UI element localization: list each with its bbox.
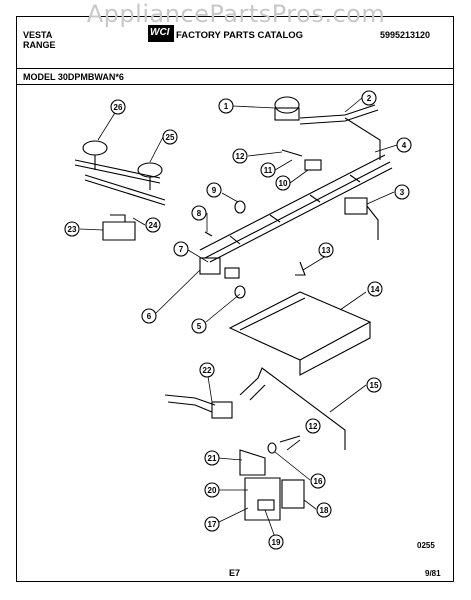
callout-16: 16 [310, 473, 326, 489]
callout-5: 5 [191, 318, 207, 334]
callout-8: 8 [191, 205, 207, 221]
callout-label: 13 [322, 246, 331, 255]
callout-3: 3 [394, 184, 410, 200]
page-frame [16, 16, 454, 582]
callout-label: 6 [147, 312, 152, 321]
callout-17: 17 [204, 516, 220, 532]
callout-label: 1 [224, 102, 229, 111]
callout-1: 1 [218, 98, 234, 114]
callout-label: 9 [212, 186, 217, 195]
callout-11: 11 [260, 162, 276, 178]
callout-label: 8 [197, 209, 202, 218]
callout-label: 16 [314, 477, 323, 486]
callout-label: 12 [309, 422, 318, 431]
callout-21: 21 [204, 450, 220, 466]
callout-9-label: 9 [206, 182, 222, 198]
model-line: MODEL 30DPMBWAN*6 [23, 72, 124, 82]
callout-label: 20 [208, 486, 217, 495]
callout-label: 10 [279, 179, 288, 188]
callout-label: 7 [179, 245, 184, 254]
valve-switch [344, 197, 379, 240]
callout-label: 11 [264, 166, 273, 175]
callout-label: 4 [402, 141, 407, 150]
ignitor-parts [239, 435, 305, 521]
brand-label: VESTA [23, 30, 53, 40]
callout-15: 15 [366, 377, 382, 393]
callout-20: 20 [204, 482, 220, 498]
drawing-code: 0255 [417, 541, 435, 550]
callout-18: 18 [316, 502, 332, 518]
catalog-date: 9/81 [425, 569, 441, 578]
gas-regulator [274, 96, 300, 121]
callout-2: 2 [361, 90, 377, 106]
callout-label: 23 [68, 225, 77, 234]
manifold-pipe [299, 104, 381, 160]
callout-label: 22 [203, 366, 212, 375]
burner-bracket [102, 214, 136, 241]
callout-4: 4 [396, 137, 412, 153]
callout-label: 21 [208, 454, 217, 463]
callout-14: 14 [367, 281, 383, 297]
callout-19: 19 [268, 534, 284, 550]
watermark: AppliancePartsPros.com [86, 0, 386, 28]
callout-label: 24 [149, 221, 158, 230]
callout-label: 26 [114, 103, 123, 112]
callout-23: 23 [64, 221, 80, 237]
product-label: RANGE [23, 40, 56, 50]
callout-26: 26 [110, 99, 126, 115]
leader-lines [79, 97, 398, 541]
callout-13: 13 [318, 242, 334, 258]
burner-box-panel [228, 291, 372, 376]
page-code: E7 [229, 568, 241, 578]
callout-label: 18 [320, 506, 329, 515]
callout-12-top: 12 [232, 148, 248, 164]
small-parts [199, 149, 322, 299]
lower-manifold [239, 367, 346, 450]
model-rule [16, 84, 454, 86]
callout-6-left: 6 [141, 308, 157, 324]
logo-text: WCI [150, 27, 170, 38]
callout-label: 2 [367, 94, 372, 103]
catalog-title: FACTORY PARTS CATALOG [176, 30, 304, 41]
callout-label: 25 [166, 133, 175, 142]
callout-24: 24 [145, 217, 161, 233]
ignition-wire [164, 394, 233, 419]
callout-label: 17 [208, 520, 217, 529]
callout-label: 14 [371, 285, 380, 294]
callout-10: 10 [275, 175, 291, 191]
callout-label: 12 [236, 152, 245, 161]
header-rule [16, 68, 454, 70]
callout-12-bottom: 12 [305, 418, 321, 434]
callout-label: 5 [197, 322, 202, 331]
callout-7: 7 [173, 241, 189, 257]
callout-22: 22 [199, 362, 215, 378]
callout-25: 25 [162, 129, 178, 145]
callout-label: 3 [400, 188, 405, 197]
manifold-rail [199, 154, 393, 263]
callout-label: 15 [370, 381, 379, 390]
wci-logo: WCI [148, 25, 174, 42]
callout-label: 19 [272, 538, 281, 547]
burner-assembly [74, 140, 166, 206]
catalog-number: 5995213120 [380, 30, 431, 40]
